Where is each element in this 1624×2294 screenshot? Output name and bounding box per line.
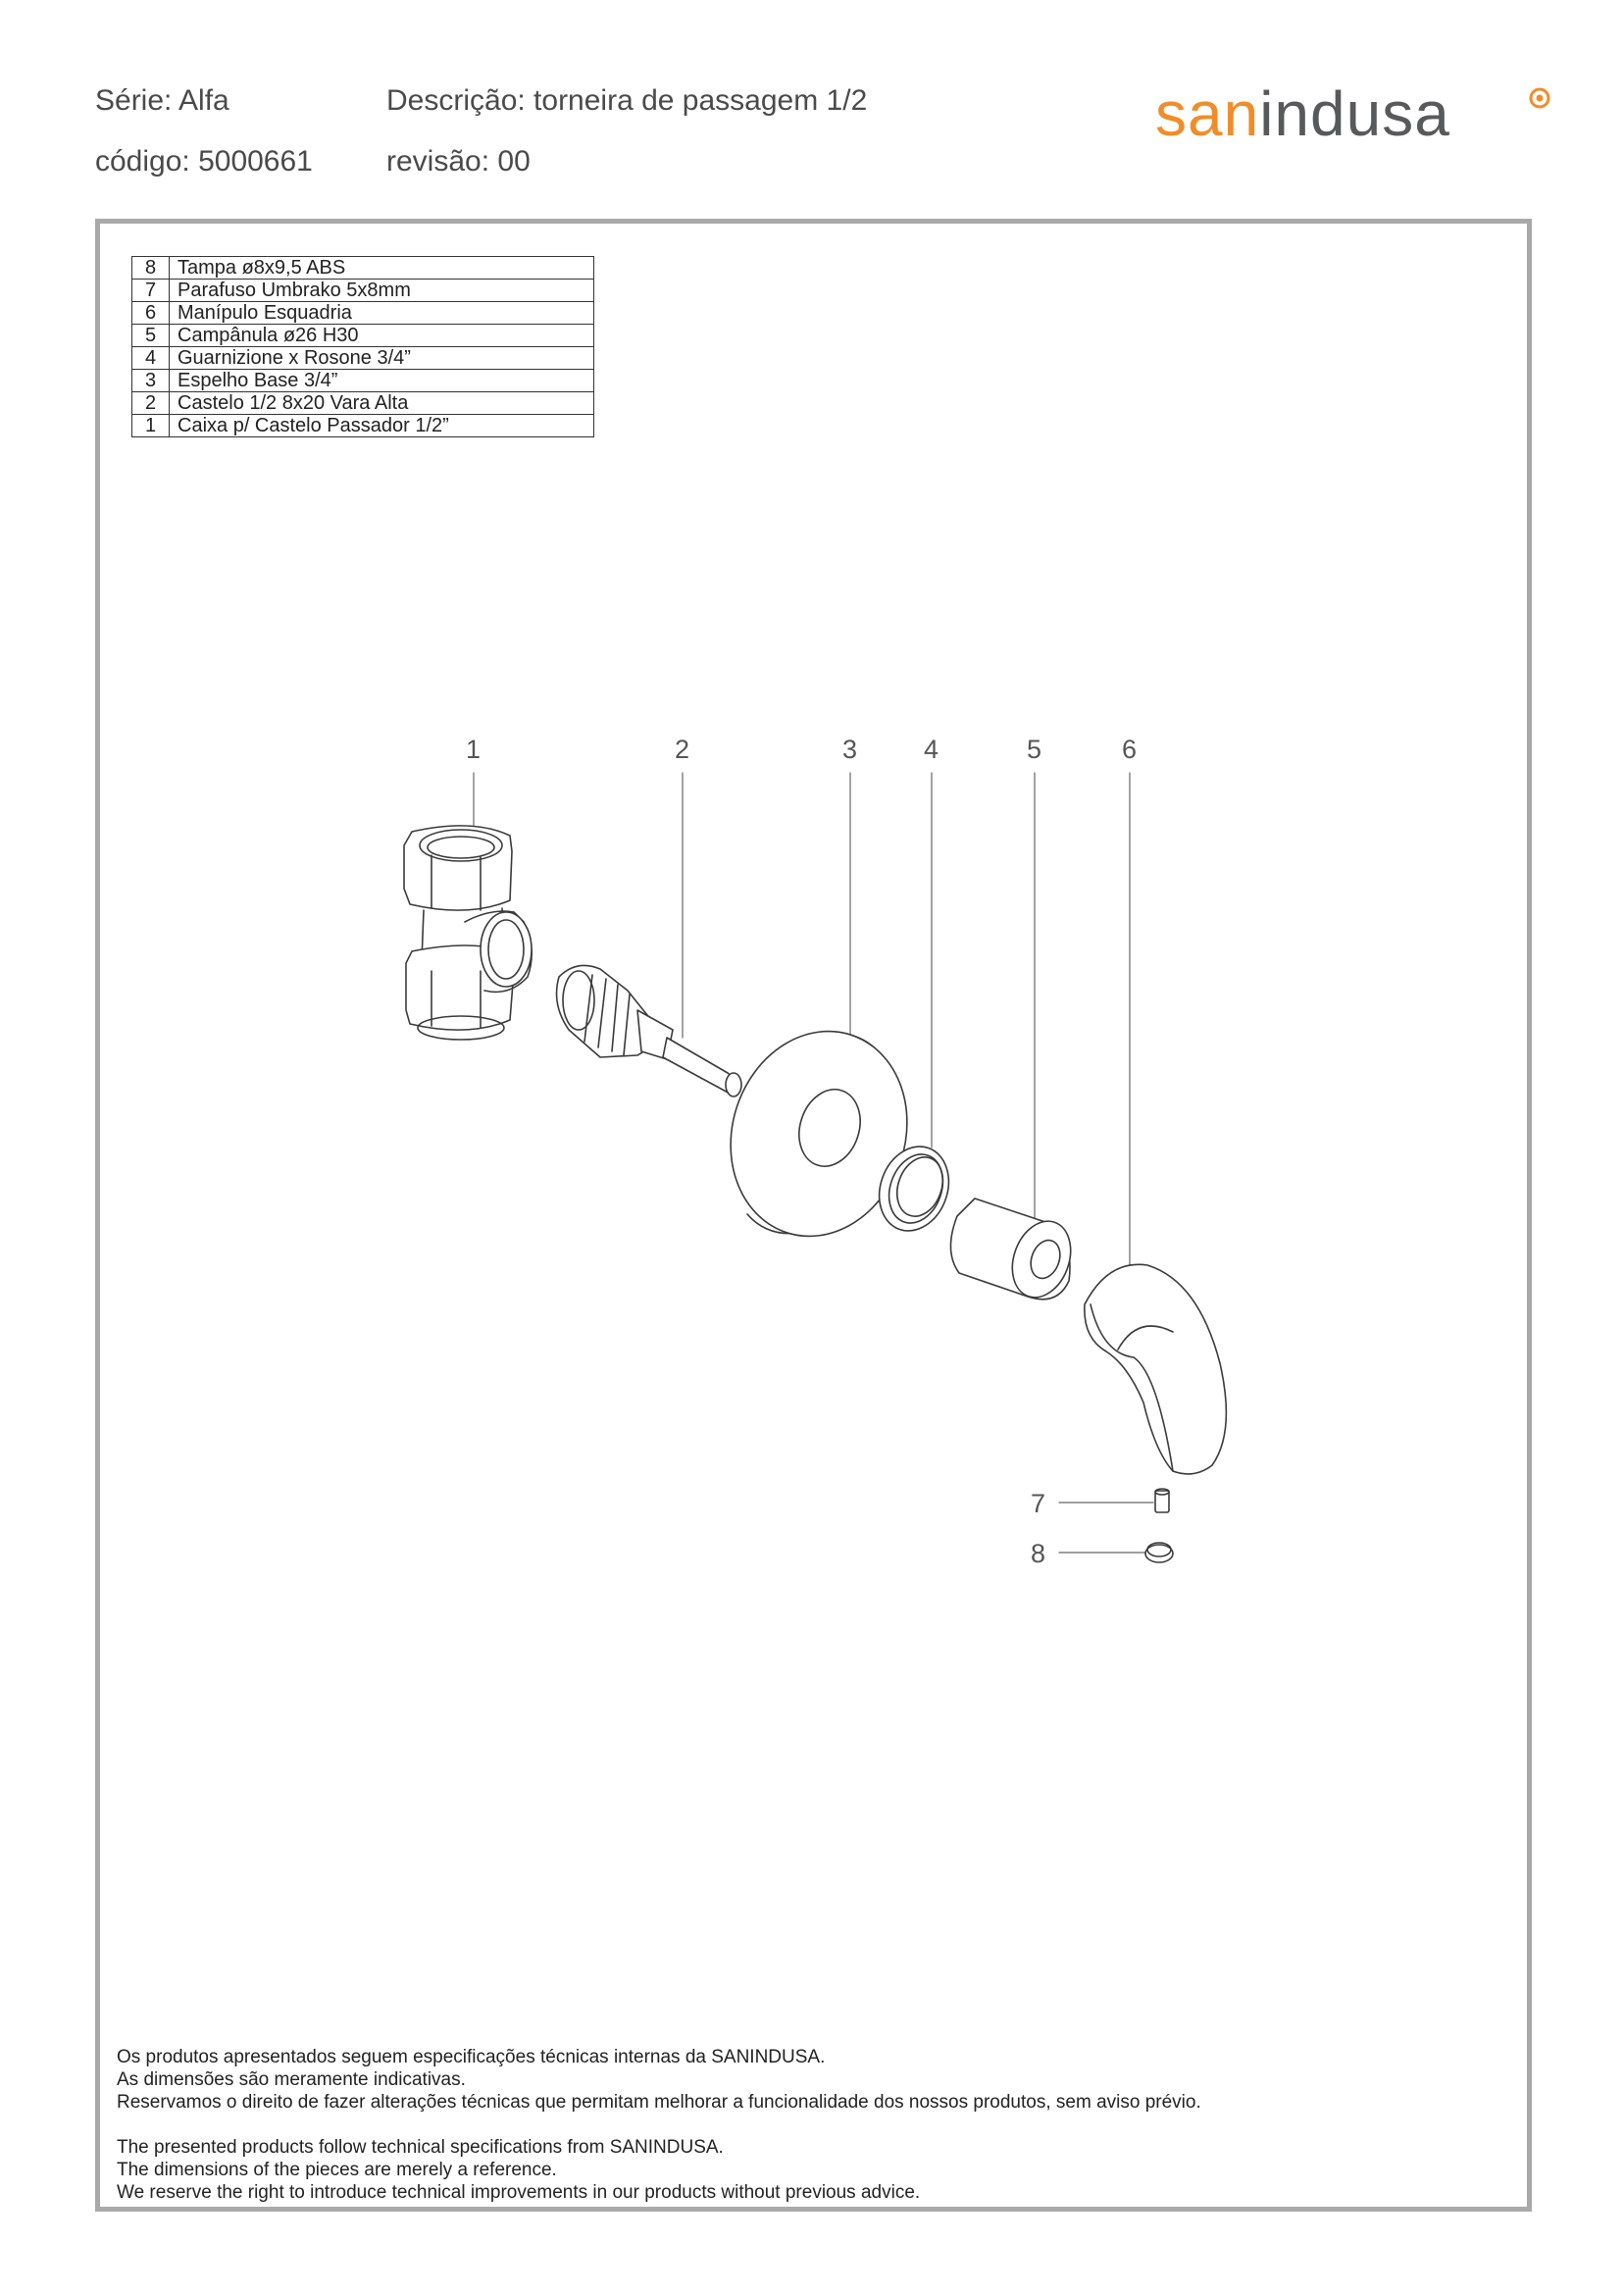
part-number: 6 xyxy=(131,301,170,325)
notes-en-line-1: The presented products follow technical … xyxy=(117,2137,724,2158)
notes-pt-line-3: Reservamos o direito de fazer alterações… xyxy=(117,2092,1201,2113)
callout-2: 2 xyxy=(675,735,689,764)
logo-mark-icon xyxy=(1529,87,1550,109)
code-label: código: 5000661 xyxy=(95,145,313,178)
callout-7: 7 xyxy=(1031,1489,1045,1518)
logo-text-indusa: indusa xyxy=(1259,78,1450,149)
notes-pt-line-1: Os produtos apresentados seguem especifi… xyxy=(117,2047,826,2067)
part-2-cartridge xyxy=(555,964,742,1097)
part-number: 3 xyxy=(131,369,170,392)
part-6-lever-handle xyxy=(1084,1263,1228,1475)
callout-4: 4 xyxy=(924,735,939,764)
part-description: Guarnizione x Rosone 3/4” xyxy=(169,346,594,370)
part-5-cover-sleeve xyxy=(949,1198,1072,1300)
part-number: 2 xyxy=(131,391,170,415)
part-8-cap xyxy=(1144,1542,1174,1563)
notes-pt-line-2: As dimensões são meramente indicativas. xyxy=(117,2069,466,2090)
notes-en-line-3: We reserve the right to introduce techni… xyxy=(117,2182,921,2203)
notes-en-line-2: The dimensions of the pieces are merely … xyxy=(117,2160,557,2180)
part-4-gasket-ring xyxy=(878,1146,950,1232)
callout-8: 8 xyxy=(1031,1539,1045,1568)
callout-3: 3 xyxy=(842,735,857,764)
part-1-valve-body xyxy=(403,825,533,1041)
revision-label: revisão: 00 xyxy=(386,145,531,178)
part-description: Manípulo Esquadria xyxy=(169,301,594,325)
part-number: 1 xyxy=(131,414,170,437)
svg-text:sanindusa: sanindusa xyxy=(1155,78,1450,149)
callout-1: 1 xyxy=(466,735,481,764)
drawing-frame xyxy=(95,219,1532,2212)
logo-text-san: san xyxy=(1155,78,1259,149)
part-description: Parafuso Umbrako 5x8mm xyxy=(169,279,594,302)
leader-lines xyxy=(473,772,1154,1554)
callout-6: 6 xyxy=(1122,735,1137,764)
serie-label: Série: Alfa xyxy=(95,84,229,117)
part-description: Tampa ø8x9,5 ABS xyxy=(169,256,594,280)
part-number: 5 xyxy=(131,324,170,347)
callout-5: 5 xyxy=(1027,735,1041,764)
description-label: Descrição: torneira de passagem 1/2 xyxy=(386,84,868,117)
sanindusa-logo: sanindusa xyxy=(1155,78,1550,149)
part-7-screw xyxy=(1154,1488,1170,1513)
part-description: Caixa p/ Castelo Passador 1/2” xyxy=(169,414,594,437)
part-3-base-plate xyxy=(730,1030,908,1238)
part-description: Espelho Base 3/4” xyxy=(169,369,594,392)
